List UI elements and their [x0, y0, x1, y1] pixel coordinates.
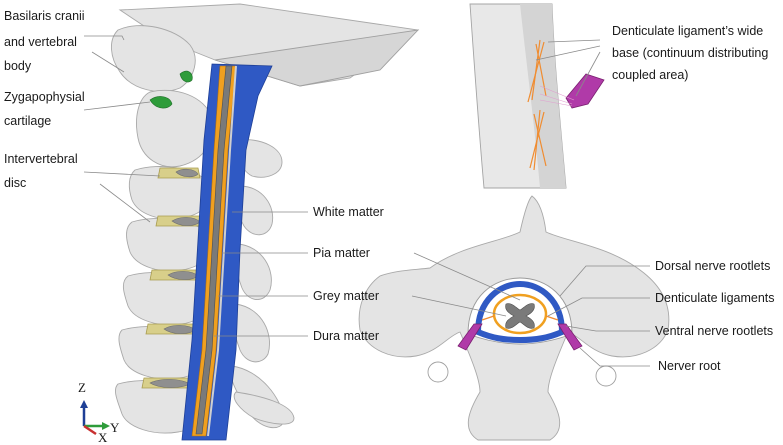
label-dorsal-nerve-rootlets: Dorsal nerve rootlets — [655, 259, 770, 273]
transverse-foramen-right — [595, 365, 617, 387]
label-grey-matter: Grey matter — [313, 289, 379, 303]
cervical-spine-model — [111, 3, 420, 441]
spinal-cord-column — [181, 63, 273, 441]
label-intervertebral-line1: Intervertebral — [4, 152, 78, 166]
denticulate-ligament-left — [481, 315, 495, 321]
label-denticulate-ligaments: Denticulate ligaments — [655, 291, 775, 305]
vertebra-c1 — [111, 25, 196, 92]
leader-lines — [83, 35, 650, 367]
nerve-root-closeup — [565, 73, 605, 109]
label-zygapophysial-line1: Zygapophysial — [4, 90, 85, 104]
denticulate-closeup — [469, 3, 605, 189]
grey-matter — [195, 65, 233, 435]
white-matter-sheath — [207, 65, 237, 437]
label-basilaris-line3: body — [4, 59, 32, 73]
label-dura-matter: Dura matter — [313, 329, 379, 343]
label-denticulate-line3: coupled area) — [612, 68, 688, 82]
axis-z-label: Z — [78, 380, 86, 395]
ligament-fibers — [527, 39, 547, 171]
grey-matter-butterfly — [505, 303, 535, 329]
spinous-processes — [230, 139, 295, 429]
axis-triad: Z X Y — [78, 380, 120, 445]
annotation-labels: Basilaris cranii and vertebral body Zyga… — [4, 9, 775, 373]
denticulate-ligament-right — [545, 315, 559, 321]
disc-shading — [149, 168, 201, 388]
spinous-6 — [233, 391, 295, 425]
label-denticulate-line1: Denticulate ligament’s wide — [612, 24, 763, 38]
axis-y-label: Y — [110, 420, 120, 435]
label-white-matter: White matter — [313, 205, 384, 219]
axis-x-label: X — [98, 430, 108, 445]
nerve-root-right — [557, 323, 583, 351]
label-basilaris-line2: and vertebral — [4, 35, 77, 49]
label-ventral-nerve-rootlets: Ventral nerve rootlets — [655, 324, 773, 338]
vertebra-c2 — [136, 89, 214, 168]
label-nerver-root: Nerver root — [658, 359, 721, 373]
label-zygapophysial-line2: cartilage — [4, 114, 51, 128]
label-denticulate-line2: base (continuum distributing — [612, 46, 768, 60]
transverse-foramen-left — [427, 361, 449, 383]
dura-ring — [474, 280, 566, 344]
vertebral-bodies — [111, 25, 214, 434]
label-basilaris-line1: Basilaris cranii — [4, 9, 85, 23]
nerve-root-left — [457, 323, 483, 351]
x-axis-arrow — [83, 424, 97, 436]
cord-segment-shade — [520, 4, 566, 188]
label-intervertebral-line2: disc — [4, 176, 26, 190]
zygapophysial-cartilage — [149, 70, 193, 109]
vertebra-cross-section — [358, 195, 670, 441]
label-pia-matter: Pia matter — [313, 246, 370, 260]
